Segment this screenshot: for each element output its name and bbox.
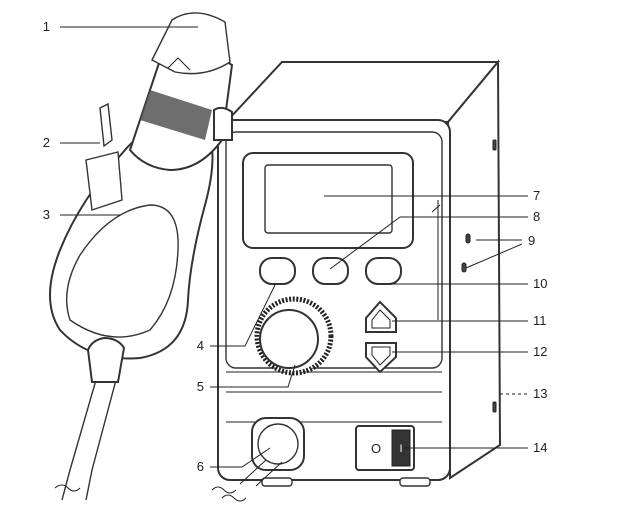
callout-8: 8	[533, 209, 540, 224]
down-button[interactable]	[365, 342, 397, 374]
callout-5: 5	[197, 379, 204, 394]
side-vent-hole	[465, 233, 471, 244]
callout-14: 14	[533, 440, 547, 455]
up-button[interactable]	[365, 300, 397, 333]
callout-11: 11	[533, 313, 547, 328]
function-button-left[interactable]	[259, 257, 296, 285]
rotary-knob[interactable]	[254, 296, 334, 376]
callout-labels: 1 2 3 4 5 6 7 8 9 10 11 12 13 14	[43, 19, 548, 474]
callout-6: 6	[197, 459, 204, 474]
callout-3: 3	[43, 207, 50, 222]
switch-off-symbol: O	[371, 441, 381, 456]
hot-air-handpiece	[49, 12, 234, 501]
callout-9: 9	[528, 233, 535, 248]
callout-10: 10	[533, 276, 547, 291]
function-button-middle[interactable]	[312, 257, 349, 285]
callout-1: 1	[43, 19, 50, 34]
hose-connector	[211, 417, 305, 502]
function-button-right[interactable]	[365, 257, 402, 285]
side-vent-hole	[461, 262, 467, 273]
callout-4: 4	[197, 338, 204, 353]
callout-2: 2	[43, 135, 50, 150]
callout-7: 7	[533, 188, 540, 203]
callout-13: 13	[533, 386, 547, 401]
lcd-display	[242, 152, 414, 249]
switch-on-symbol: I	[399, 443, 402, 455]
callout-12: 12	[533, 344, 547, 359]
power-switch[interactable]: O I	[355, 425, 415, 471]
callout-leaders	[60, 26, 528, 468]
